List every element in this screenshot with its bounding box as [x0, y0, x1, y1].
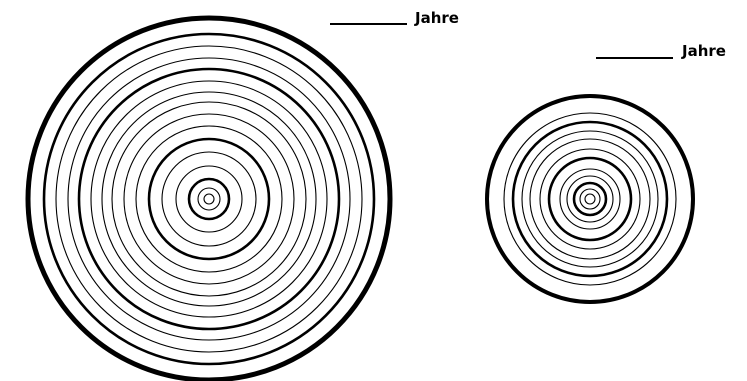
small-trunk-answer-line[interactable]: [596, 57, 673, 59]
large-trunk-years-label: Jahre: [415, 11, 459, 26]
small-tree-rings: [477, 86, 703, 312]
large-tree-rings: [22, 6, 397, 381]
small-bark-ring: [487, 96, 693, 302]
small-trunk-years-label: Jahre: [682, 44, 726, 59]
large-bark-ring: [28, 18, 390, 380]
